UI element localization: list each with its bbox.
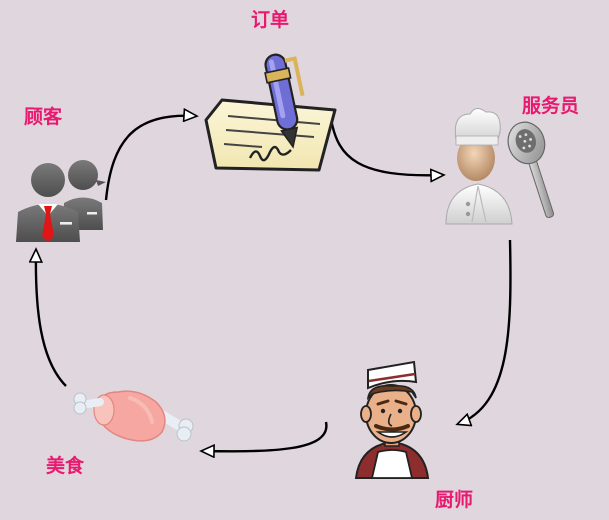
label-order: 订单 bbox=[251, 9, 290, 31]
chef-cartoon-icon bbox=[354, 360, 430, 479]
arrow-chef-to-food bbox=[202, 421, 328, 451]
arrow-customer-to-order bbox=[104, 116, 196, 201]
label-waiter: 服务员 bbox=[522, 95, 580, 117]
label-chef: 厨师 bbox=[435, 489, 474, 511]
arrow-order-to-waiter bbox=[329, 118, 443, 175]
label-food: 美食 bbox=[46, 455, 85, 477]
chef-waiter-icon bbox=[445, 108, 555, 225]
arrow-waiter-to-chef bbox=[458, 239, 512, 424]
signed-order-pen-icon bbox=[204, 53, 337, 172]
label-customer: 顾客 bbox=[24, 106, 63, 128]
ham-leg-icon bbox=[73, 390, 194, 442]
customers-icon bbox=[16, 160, 106, 242]
arrow-food-to-customer bbox=[36, 250, 67, 387]
